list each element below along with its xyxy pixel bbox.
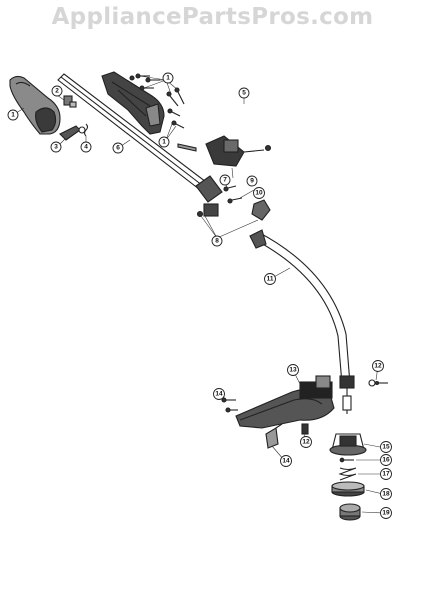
spring-small[interactable] (83, 123, 89, 137)
svg-text:5: 5 (242, 90, 246, 97)
trigger-lever[interactable] (59, 125, 86, 141)
svg-text:12: 12 (302, 439, 310, 446)
spool-housing[interactable] (329, 433, 367, 456)
callout-1b[interactable]: 1 (162, 72, 174, 84)
svg-text:14: 14 (215, 391, 223, 398)
spring-17[interactable] (338, 467, 357, 481)
svg-text:12: 12 (374, 363, 382, 370)
callout-1c[interactable]: 1 (158, 136, 170, 148)
rear-handle[interactable] (9, 75, 61, 135)
callout-16[interactable]: 16 (380, 454, 392, 466)
svg-text:2: 2 (55, 88, 59, 95)
svg-text:1: 1 (162, 139, 166, 146)
callout-2[interactable]: 2 (51, 85, 63, 97)
svg-text:15: 15 (382, 444, 390, 451)
svg-text:10: 10 (255, 190, 263, 197)
svg-text:3: 3 (54, 144, 58, 151)
callout-12a[interactable]: 12 (372, 360, 384, 372)
svg-text:9: 9 (250, 178, 254, 185)
switch-assembly[interactable] (63, 95, 77, 108)
svg-text:17: 17 (382, 471, 390, 478)
callout-17[interactable]: 17 (380, 468, 392, 480)
callout-6[interactable]: 6 (112, 142, 124, 154)
bump-knob-19[interactable] (339, 503, 361, 521)
washer-16[interactable] (339, 457, 354, 463)
svg-text:8: 8 (215, 238, 219, 245)
svg-text:1: 1 (166, 75, 170, 82)
callout-3[interactable]: 3 (50, 141, 62, 153)
clamp-parts[interactable] (196, 185, 271, 221)
assist-handle[interactable] (205, 103, 279, 167)
svg-text:14: 14 (282, 458, 290, 465)
svg-text:4: 4 (84, 144, 88, 151)
callout-8[interactable]: 8 (211, 235, 223, 247)
callout-1a[interactable]: 1 (7, 109, 19, 121)
callout-10[interactable]: 10 (253, 187, 265, 199)
svg-text:18: 18 (382, 491, 390, 498)
callout-14a[interactable]: 14 (213, 388, 225, 400)
callout-12b[interactable]: 12 (300, 436, 312, 448)
site-watermark: AppliancePartsPros.com (51, 4, 374, 30)
housing-half[interactable] (101, 71, 165, 135)
guard[interactable] (235, 375, 335, 429)
shaft-screw[interactable] (368, 379, 388, 387)
lower-shaft[interactable] (249, 229, 355, 414)
callout-15[interactable]: 15 (380, 441, 392, 453)
callout-14b[interactable]: 14 (280, 455, 292, 467)
callout-5[interactable]: 5 (238, 87, 250, 99)
guard-bolt[interactable] (301, 423, 309, 435)
upper-shaft[interactable] (57, 73, 223, 203)
callout-11[interactable]: 11 (264, 273, 276, 285)
callout-7[interactable]: 7 (219, 174, 231, 186)
svg-text:19: 19 (382, 510, 390, 517)
callout-19[interactable]: 19 (380, 507, 392, 519)
line-cutter[interactable] (265, 423, 283, 449)
callout-9[interactable]: 9 (246, 175, 258, 187)
svg-text:13: 13 (289, 367, 297, 374)
spool-18[interactable] (331, 481, 365, 497)
svg-text:7: 7 (223, 177, 227, 184)
svg-text:6: 6 (116, 145, 120, 152)
svg-text:16: 16 (382, 457, 390, 464)
bolt-long[interactable] (177, 143, 197, 152)
callout-13[interactable]: 13 (287, 364, 299, 376)
svg-text:1: 1 (11, 112, 15, 119)
svg-text:11: 11 (267, 276, 274, 283)
callout-4[interactable]: 4 (80, 141, 92, 153)
callout-18[interactable]: 18 (380, 488, 392, 500)
guard-screws[interactable] (221, 397, 238, 413)
